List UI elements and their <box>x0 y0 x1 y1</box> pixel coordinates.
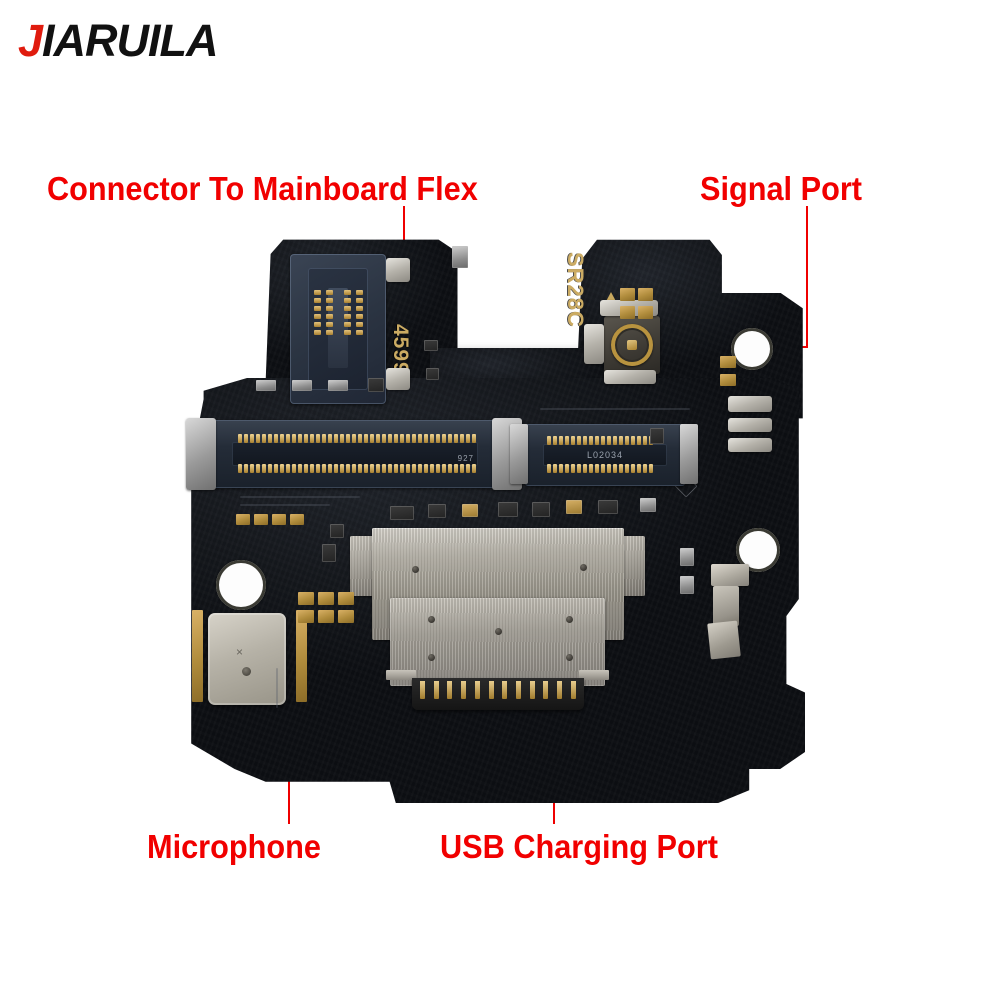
smd-component-top-3 <box>426 368 439 380</box>
smd-component-mid-1 <box>390 506 414 520</box>
pcb-trace-2 <box>240 504 330 506</box>
smd-component-right-3 <box>650 428 664 444</box>
silkscreen-main-connector-code: 927 <box>457 454 474 463</box>
solder-joint-btb-top-left <box>386 258 410 282</box>
test-pad-6 <box>318 592 334 605</box>
mounting-hole-right-top <box>731 328 773 370</box>
test-pad-2 <box>254 514 268 525</box>
usb-type-c-connector <box>350 528 645 713</box>
microphone-pad-left <box>192 610 203 702</box>
test-pad-10 <box>338 610 354 623</box>
smd-component-right-2 <box>680 576 694 594</box>
test-pad-13 <box>620 306 635 319</box>
pcb-board: 45997 SR28C <box>180 228 810 808</box>
test-pad-14 <box>638 306 653 319</box>
test-pad-7 <box>338 592 354 605</box>
test-pad-12 <box>638 288 653 301</box>
test-pad-11 <box>620 288 635 301</box>
smd-component-mid-3 <box>462 504 478 517</box>
mems-microphone: × <box>208 613 286 705</box>
annotation-signal-port: Signal Port <box>700 170 862 207</box>
smd-component-top-2 <box>424 340 438 351</box>
smd-component-mid-4 <box>498 502 518 517</box>
solder-joint-right-3 <box>728 438 772 452</box>
annotation-connector-to-mainboard-flex: Connector To Mainboard Flex <box>47 170 478 207</box>
mainboard-flex-connector: 927 <box>210 420 500 488</box>
coaxial-antenna-connector <box>604 316 660 374</box>
usb-shield-lower <box>390 598 605 686</box>
solder-joint-rf-bottom <box>604 370 656 384</box>
test-pad-15 <box>720 356 736 368</box>
test-pad-9 <box>318 610 334 623</box>
annotation-microphone: Microphone <box>147 828 321 865</box>
secondary-connector-anchor-right <box>680 424 698 484</box>
test-pad-4 <box>290 514 304 525</box>
solder-joint-btb-bottom-left <box>386 368 410 390</box>
brand-logo-text: IARUILA <box>42 15 218 66</box>
brand-logo: JIARUILA <box>18 15 219 66</box>
brand-logo-initial: J <box>18 15 43 66</box>
connector-anchor-left <box>186 418 216 490</box>
silkscreen-code-sr28c: SR28C <box>563 252 588 328</box>
smd-component-top-6 <box>328 380 348 391</box>
smd-component-mid-5 <box>532 502 550 517</box>
test-pad-16 <box>720 374 736 386</box>
solder-joint-right-1 <box>728 396 772 412</box>
silkscreen-connector-code: L02034 <box>586 450 624 460</box>
microphone-pad-right <box>296 610 307 702</box>
smd-component-top-1 <box>452 246 468 268</box>
smd-component-top-5 <box>292 380 312 391</box>
usb-pin-row <box>412 678 584 710</box>
solder-joint-rf-left <box>584 324 604 364</box>
pcb-trace-3 <box>540 408 690 410</box>
leader-line-signal-vertical <box>806 206 808 347</box>
test-pad-5 <box>298 592 314 605</box>
smd-component-top-4 <box>256 380 276 391</box>
annotation-usb-charging-port: USB Charging Port <box>440 828 718 865</box>
smd-component-mid-6 <box>566 500 582 514</box>
smd-component-mid-7 <box>598 500 618 514</box>
smd-component-mid-2 <box>428 504 446 518</box>
solder-joint-right-2 <box>728 418 772 432</box>
test-pad-3 <box>272 514 286 525</box>
pcb-trace-1 <box>240 496 360 498</box>
smd-component-left-1 <box>322 544 336 562</box>
smd-component-right-1 <box>680 548 694 566</box>
test-pad-1 <box>236 514 250 525</box>
microphone-port-hole <box>242 667 251 676</box>
smd-component-left-2 <box>330 524 344 538</box>
secondary-connector-anchor-left <box>510 424 528 484</box>
smd-component-top-7 <box>368 378 384 392</box>
mounting-hole-left <box>216 560 266 610</box>
test-pad-8 <box>298 610 314 623</box>
smd-component-mid-8 <box>640 498 656 512</box>
ground-spring-clip <box>707 564 755 660</box>
pcb-trace-4 <box>276 668 278 708</box>
